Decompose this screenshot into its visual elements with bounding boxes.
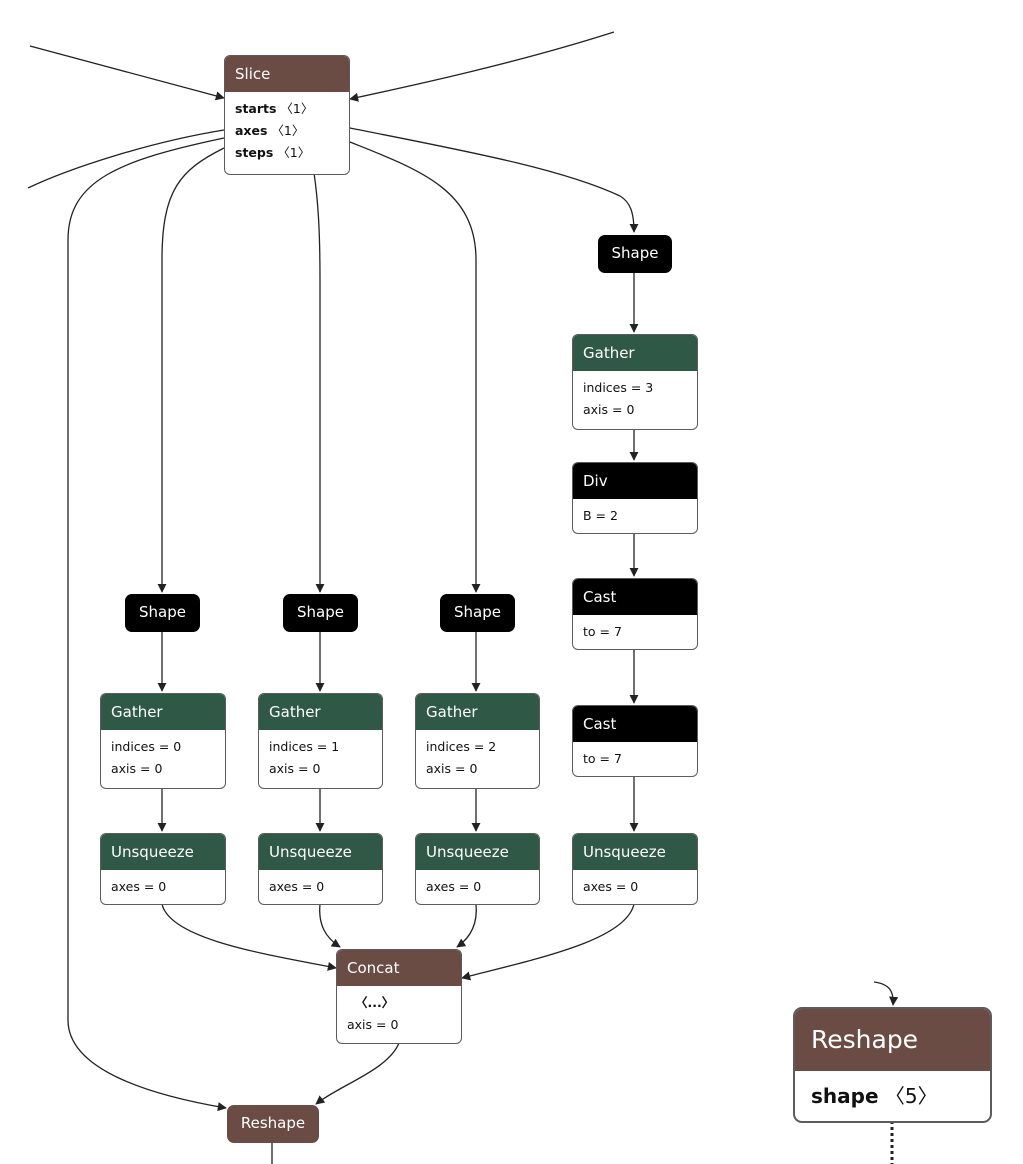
gather-node-c[interactable]: Gather indices = 2 axis = 0 (415, 693, 540, 789)
div-title: Div (573, 463, 697, 499)
concat-title: Concat (337, 950, 461, 986)
edge-slice-shape-b (313, 172, 325, 593)
edge-unsq-d-concat (461, 903, 635, 981)
gather-a-indices: indices = 0 (111, 739, 182, 754)
slice-attr-starts: starts 〈1〉 (235, 101, 314, 116)
gather-node-d[interactable]: Gather indices = 3 axis = 0 (572, 334, 698, 430)
gather-b-axis: axis = 0 (269, 761, 321, 776)
cast2-attr-to: to = 7 (583, 751, 622, 766)
slice-attr-steps: steps 〈1〉 (235, 145, 311, 160)
div-node[interactable]: Div B = 2 (572, 462, 698, 534)
cast2-title: Cast (573, 706, 697, 742)
shape-node-b[interactable]: Shape (283, 594, 358, 632)
gather-d-indices: indices = 3 (583, 380, 654, 395)
slice-title: Slice (225, 56, 349, 92)
gather-c-indices: indices = 2 (426, 739, 497, 754)
edge-in-left (29, 45, 225, 101)
unsqueeze-a-axes: axes = 0 (111, 879, 167, 894)
gather-a-axis: axis = 0 (111, 761, 163, 776)
edge-unsq-c-concat (456, 903, 477, 948)
gather-node-b[interactable]: Gather indices = 1 axis = 0 (258, 693, 383, 789)
div-attr-b: B = 2 (583, 508, 618, 523)
gather-b-title: Gather (259, 694, 382, 730)
slice-node[interactable]: Slice starts 〈1〉 axes 〈1〉 steps 〈1〉 (224, 55, 350, 175)
edge-slice-shape-c (349, 141, 481, 593)
edge-slice-shape-d (349, 127, 639, 233)
unsqueeze-node-c[interactable]: Unsqueeze axes = 0 (415, 833, 540, 905)
gather-a-title: Gather (101, 694, 225, 730)
unsqueeze-node-d[interactable]: Unsqueeze axes = 0 (572, 833, 698, 905)
unsqueeze-b-title: Unsqueeze (259, 834, 382, 870)
gather-b-indices: indices = 1 (269, 739, 340, 754)
unsqueeze-b-axes: axes = 0 (269, 879, 325, 894)
gather-node-a[interactable]: Gather indices = 0 axis = 0 (100, 693, 226, 789)
unsqueeze-c-axes: axes = 0 (426, 879, 482, 894)
edge-zoom-in (873, 981, 899, 1006)
cast1-title: Cast (573, 579, 697, 615)
edge-concat-reshape (315, 1042, 400, 1105)
slice-attr-axes: axes 〈1〉 (235, 123, 305, 138)
concat-attr-axis: axis = 0 (347, 1017, 399, 1032)
unsqueeze-a-title: Unsqueeze (101, 834, 225, 870)
unsqueeze-c-title: Unsqueeze (416, 834, 539, 870)
reshape-zoom-attr-shape: shape 〈5〉 (811, 1084, 938, 1108)
gather-d-title: Gather (573, 335, 697, 371)
reshape-zoom-node[interactable]: Reshape shape 〈5〉 (793, 1007, 992, 1123)
cast1-attr-to: to = 7 (583, 624, 622, 639)
gather-c-axis: axis = 0 (426, 761, 478, 776)
gather-c-title: Gather (416, 694, 539, 730)
gather-d-axis: axis = 0 (583, 402, 635, 417)
concat-attr-inputs: 〈...〉 (354, 995, 395, 1010)
unsqueeze-node-a[interactable]: Unsqueeze axes = 0 (100, 833, 226, 905)
unsqueeze-d-axes: axes = 0 (583, 879, 639, 894)
cast-node-1[interactable]: Cast to = 7 (572, 578, 698, 650)
reshape-zoom-title: Reshape (795, 1009, 990, 1071)
shape-node-a[interactable]: Shape (125, 594, 200, 632)
cast-node-2[interactable]: Cast to = 7 (572, 705, 698, 777)
reshape-node[interactable]: Reshape (227, 1105, 319, 1143)
concat-node[interactable]: Concat 〈...〉 axis = 0 (336, 949, 462, 1044)
edge-unsq-a-concat (161, 903, 337, 971)
edge-in-right (349, 31, 615, 102)
unsqueeze-d-title: Unsqueeze (573, 834, 697, 870)
unsqueeze-node-b[interactable]: Unsqueeze axes = 0 (258, 833, 383, 905)
shape-node-d[interactable]: Shape (598, 235, 672, 273)
shape-node-c[interactable]: Shape (440, 594, 515, 632)
edge-unsq-b-concat (319, 903, 341, 948)
edge-slice-out-left (27, 129, 225, 189)
edge-slice-shape-a (157, 147, 225, 593)
